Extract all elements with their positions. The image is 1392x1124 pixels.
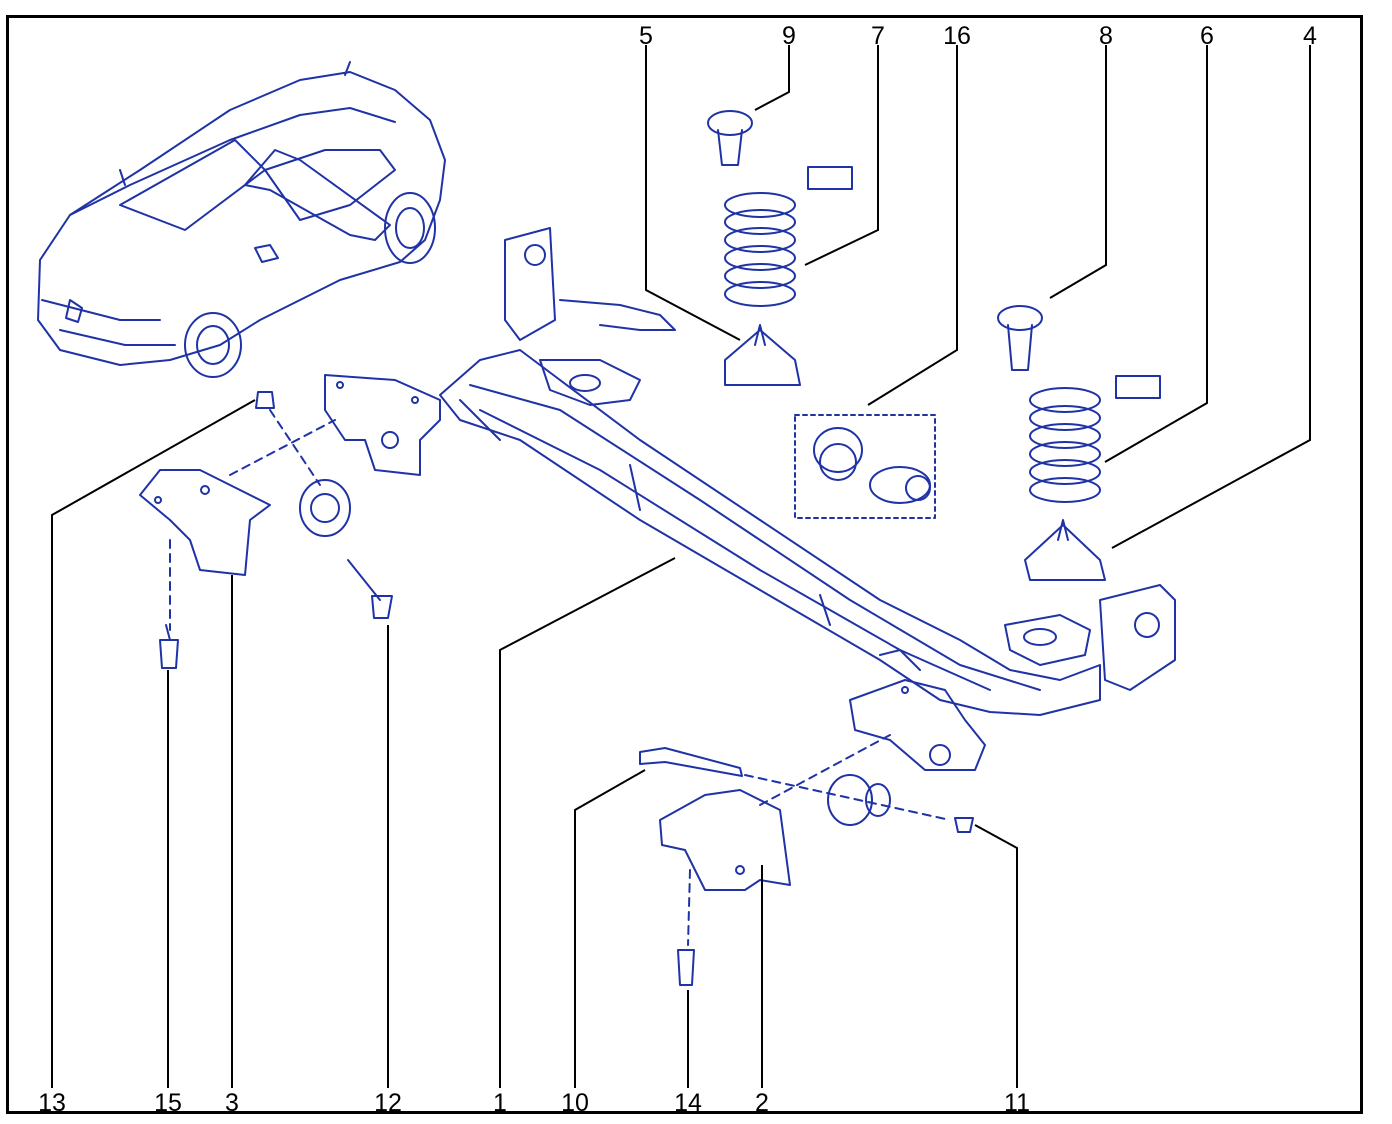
diagram-frame bbox=[6, 15, 1363, 1114]
car-illustration bbox=[37, 61, 446, 378]
callout-3: 3 bbox=[225, 1089, 239, 1117]
bushing-detail-box bbox=[794, 414, 936, 519]
callout-7: 7 bbox=[871, 22, 885, 50]
callout-5: 5 bbox=[639, 22, 653, 50]
assembly-lines bbox=[169, 409, 951, 946]
callout-15: 15 bbox=[154, 1089, 182, 1117]
callout-4: 4 bbox=[1303, 22, 1317, 50]
callout-14: 14 bbox=[674, 1089, 702, 1117]
callout-16: 16 bbox=[943, 22, 971, 50]
callout-9: 9 bbox=[782, 22, 796, 50]
axle-beam bbox=[439, 227, 1176, 716]
callout-10: 10 bbox=[561, 1089, 589, 1117]
right-beam-bracket bbox=[849, 679, 986, 771]
callout-11: 11 bbox=[1004, 1089, 1030, 1117]
callout-12: 12 bbox=[374, 1089, 402, 1117]
right-spring-assembly bbox=[997, 305, 1161, 581]
callout-13: 13 bbox=[38, 1089, 66, 1117]
left-lower-bracket bbox=[139, 469, 271, 669]
callout-6: 6 bbox=[1200, 22, 1214, 50]
leader-lines bbox=[51, 45, 1311, 1088]
left-spring-assembly bbox=[707, 110, 853, 386]
right-lower-bracket bbox=[639, 747, 974, 986]
callout-1: 1 bbox=[493, 1089, 507, 1117]
callout-2: 2 bbox=[755, 1089, 769, 1117]
left-beam-bracket bbox=[324, 374, 441, 476]
callout-8: 8 bbox=[1099, 22, 1113, 50]
left-bushing-fasteners bbox=[255, 391, 393, 619]
